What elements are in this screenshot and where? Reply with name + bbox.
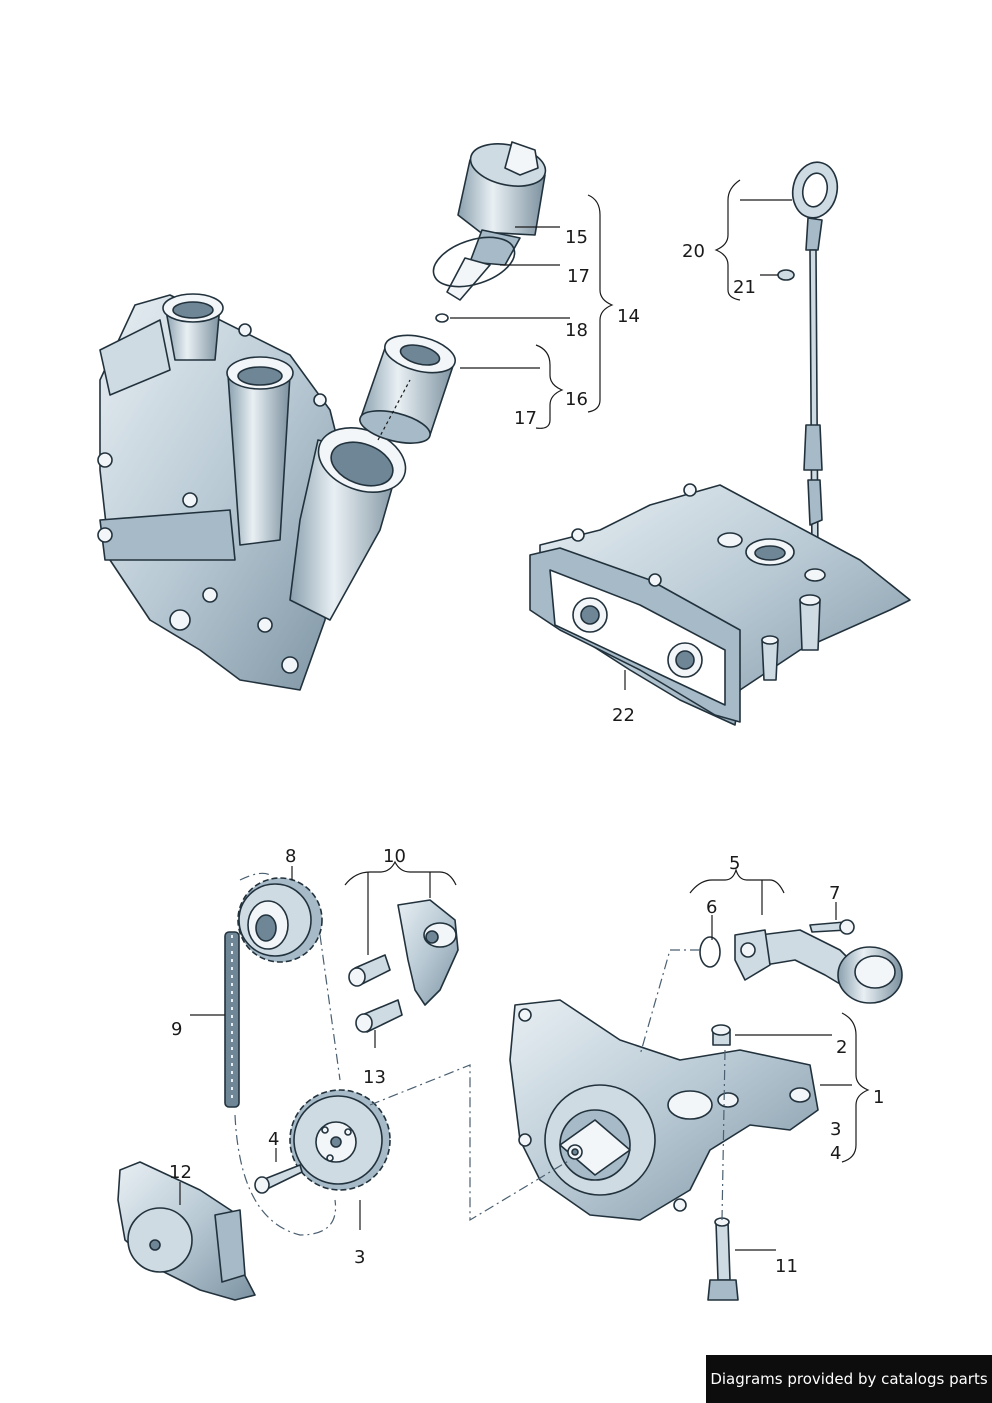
callout-3-lower: 3	[354, 1247, 365, 1268]
tensioner-bolt-1	[348, 954, 391, 987]
callout-16: 16	[565, 389, 588, 410]
callout-5: 5	[729, 853, 740, 874]
timing-chain	[224, 931, 240, 1108]
pickup-gasket	[699, 936, 721, 968]
cylinder-head-cover	[529, 483, 911, 726]
callout-13: 13	[363, 1067, 386, 1088]
seal-ring	[435, 313, 449, 323]
alignment-line-gasket	[639, 949, 700, 1056]
dipstick-seal	[777, 269, 795, 281]
callout-22: 22	[612, 705, 635, 726]
callout-3-right: 3	[830, 1119, 841, 1140]
callout-15: 15	[565, 227, 588, 248]
callout-4-left: 4	[268, 1129, 279, 1150]
leader-lines	[179, 179, 870, 1251]
filter-axis-line	[377, 379, 411, 441]
alignment-line-bolt	[721, 1049, 726, 1221]
tensioner-bolt-2	[355, 999, 403, 1033]
alignment-line-pump	[369, 1064, 571, 1222]
callout-14: 14	[617, 306, 640, 327]
callout-2: 2	[836, 1037, 847, 1058]
callout-labels: 15 17 18 14 16 17 20 21 22 8 10 9 13 4 1…	[169, 227, 884, 1277]
pickup-bolt	[809, 919, 855, 935]
callout-1: 1	[873, 1087, 884, 1108]
o-ring-upper	[432, 236, 516, 288]
pump-bolt	[707, 1217, 739, 1301]
sprocket-lower	[289, 1089, 391, 1191]
chain-path-dashed	[234, 872, 341, 1236]
callout-20: 20	[682, 241, 705, 262]
sprocket-upper	[237, 877, 323, 963]
chain-tensioner	[397, 899, 459, 1006]
credit-banner: Diagrams provided by catalogs parts	[706, 1355, 992, 1403]
engine-housing	[97, 293, 407, 691]
callout-17-lower: 17	[514, 408, 537, 429]
callout-12: 12	[169, 1162, 192, 1183]
dipstick	[791, 161, 839, 561]
sprocket-bolt	[254, 1164, 303, 1194]
callout-17-upper: 17	[567, 266, 590, 287]
oil-pump-housing	[509, 999, 819, 1221]
callout-8: 8	[285, 846, 296, 867]
callout-18: 18	[565, 320, 588, 341]
dowel-sleeve	[711, 1024, 731, 1046]
callout-11: 11	[775, 1256, 798, 1277]
credit-text: Diagrams provided by catalogs parts	[710, 1370, 988, 1388]
callout-21: 21	[733, 277, 756, 298]
chain-guard-cover	[117, 1161, 256, 1301]
callout-4-right: 4	[830, 1143, 841, 1164]
callout-7: 7	[829, 883, 840, 904]
oil-pickup-tube	[734, 929, 903, 1004]
callout-9: 9	[171, 1019, 182, 1040]
callout-6: 6	[706, 897, 717, 918]
oil-filter-cap	[446, 141, 547, 301]
oil-filter-element	[359, 334, 456, 444]
callout-10: 10	[383, 846, 406, 867]
